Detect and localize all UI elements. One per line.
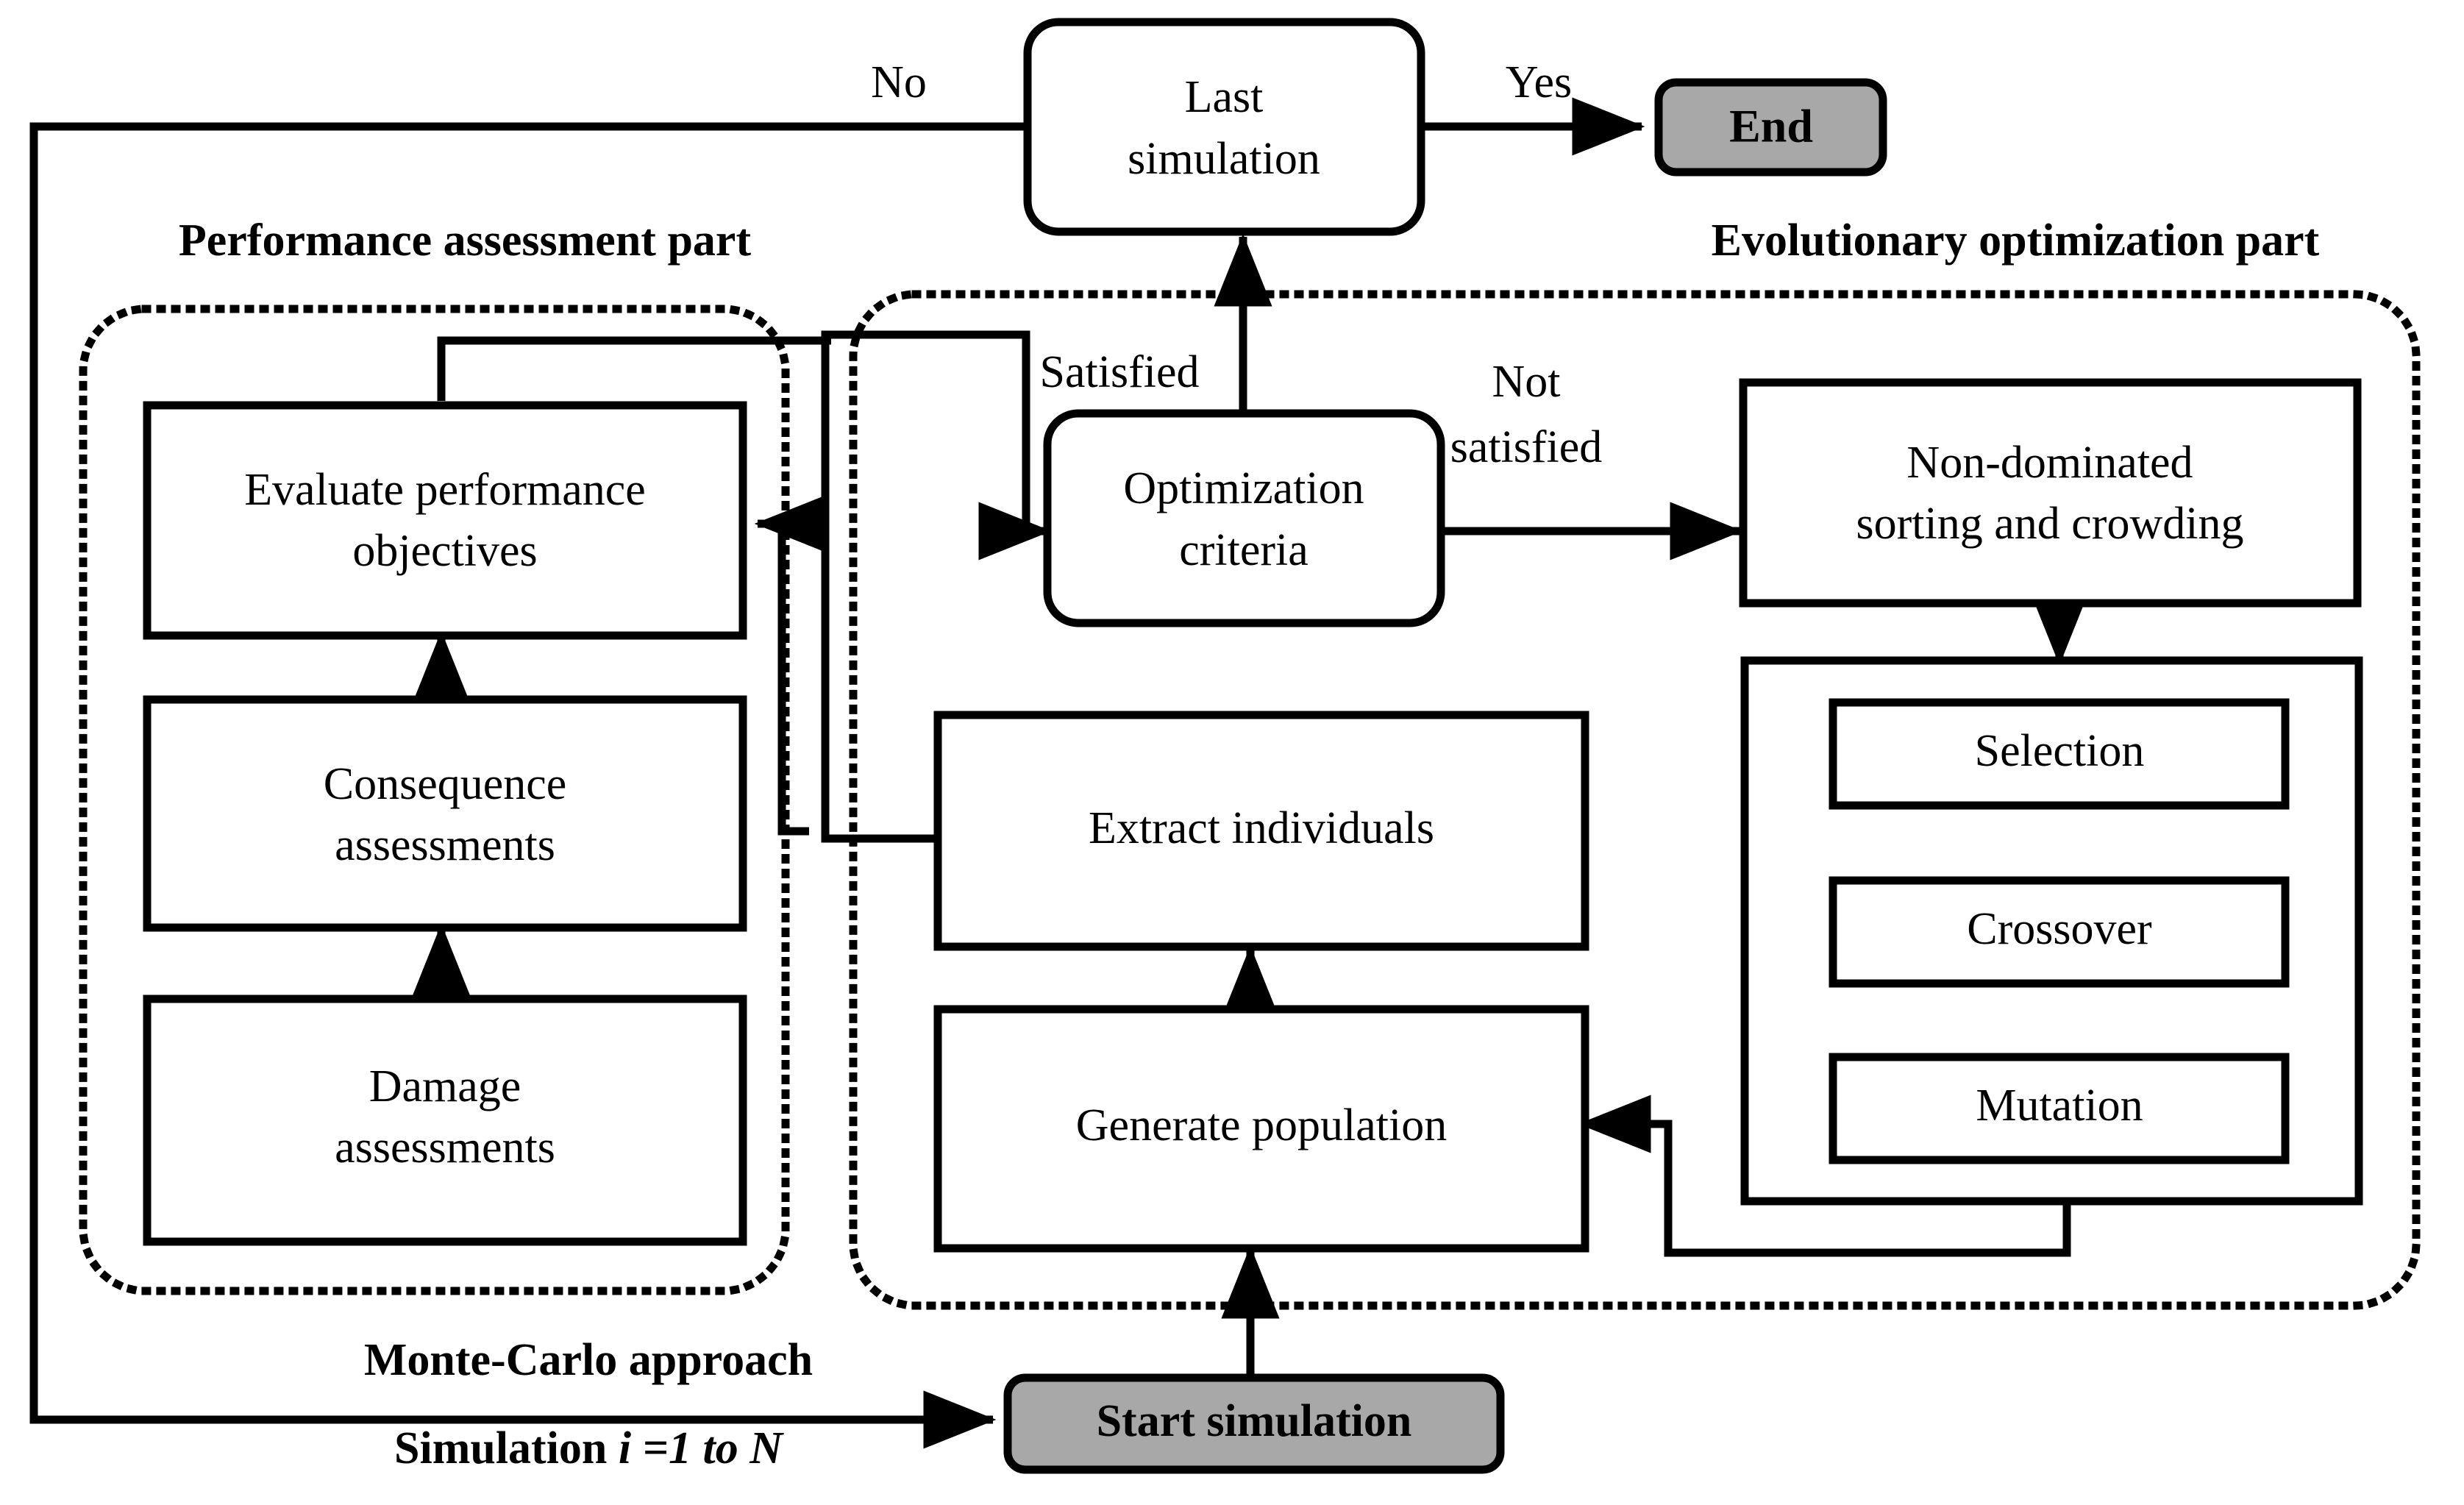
node-nondominated-sorting[interactable] (1739, 378, 2362, 608)
evolutionary-optimization-region (849, 290, 2421, 1310)
node-optimization-criteria-label-line1: Optimization (1123, 463, 1364, 513)
edge-ga-to-generate-population (1578, 1095, 2071, 1257)
node-selection[interactable] (1829, 698, 2290, 810)
edge-label-not-satisfied-line2: satisfied (1450, 422, 1603, 472)
node-extract-individuals-label: Extract individuals (1089, 803, 1434, 853)
node-extract-individuals[interactable] (933, 711, 1589, 951)
node-last-simulation-label-line1: Last (1185, 72, 1264, 122)
node-consequence-assessments[interactable] (143, 695, 747, 932)
node-last-simulation-label-line2: simulation (1128, 134, 1320, 184)
edge-label-satisfied: Satisfied (1040, 347, 1200, 397)
node-last-simulation[interactable] (1023, 18, 1425, 236)
node-damage-assessments-label-line2: assessments (335, 1122, 555, 1173)
node-generate-population-label: Generate population (1076, 1100, 1447, 1150)
edge-extract-to-optimization (821, 330, 1052, 843)
annotation-simulation-word: Simulation (394, 1423, 619, 1473)
node-optimization-criteria[interactable] (1043, 409, 1445, 627)
edge-label-yes: Yes (1506, 57, 1572, 107)
annotation-monte-carlo-line1: Monte-Carlo approach (364, 1335, 813, 1385)
annotation-simulation-range: i =1 to N (619, 1423, 784, 1473)
edge-label-not-satisfied-line1: Not (1492, 357, 1561, 407)
node-damage-assessments[interactable] (143, 995, 747, 1246)
node-generate-population[interactable] (933, 1005, 1589, 1253)
node-start-simulation[interactable] (1003, 1373, 1505, 1474)
edge-to-evaluate-performance (754, 494, 827, 836)
node-mutation-label: Mutation (1976, 1081, 2143, 1131)
node-evaluate-performance-label-line2: objectives (352, 526, 537, 576)
node-consequence-assessments-label-line2: assessments (335, 820, 555, 870)
section-title-performance-assessment: Performance assessment part (179, 216, 752, 266)
edge-top-stub-evaluate (437, 336, 831, 401)
node-end[interactable] (1654, 78, 1887, 177)
node-evaluate-performance[interactable] (143, 401, 747, 640)
node-nondominated-sorting-label-line1: Non-dominated (1906, 438, 2193, 488)
node-consequence-assessments-label-line1: Consequence (324, 759, 567, 809)
node-damage-assessments-label-line1: Damage (369, 1061, 521, 1111)
node-evaluate-performance-label-line1: Evaluate performance (244, 465, 646, 515)
node-end-label: End (1729, 100, 1813, 152)
annotation-monte-carlo-line2: Simulation i =1 to N (394, 1423, 784, 1473)
section-title-evolutionary-optimization: Evolutionary optimization part (1712, 216, 2320, 266)
node-selection-label: Selection (1975, 726, 2145, 776)
node-crossover-label: Crossover (1967, 904, 2152, 954)
edge-no-loop (29, 122, 1028, 1449)
node-crossover[interactable] (1829, 876, 2290, 988)
node-optimization-criteria-label-line2: criteria (1179, 525, 1308, 575)
node-mutation[interactable] (1829, 1053, 2290, 1164)
edge-label-no: No (871, 57, 927, 107)
node-start-simulation-label: Start simulation (1097, 1396, 1412, 1446)
node-nondominated-sorting-label-line2: sorting and crowding (1856, 499, 2244, 549)
